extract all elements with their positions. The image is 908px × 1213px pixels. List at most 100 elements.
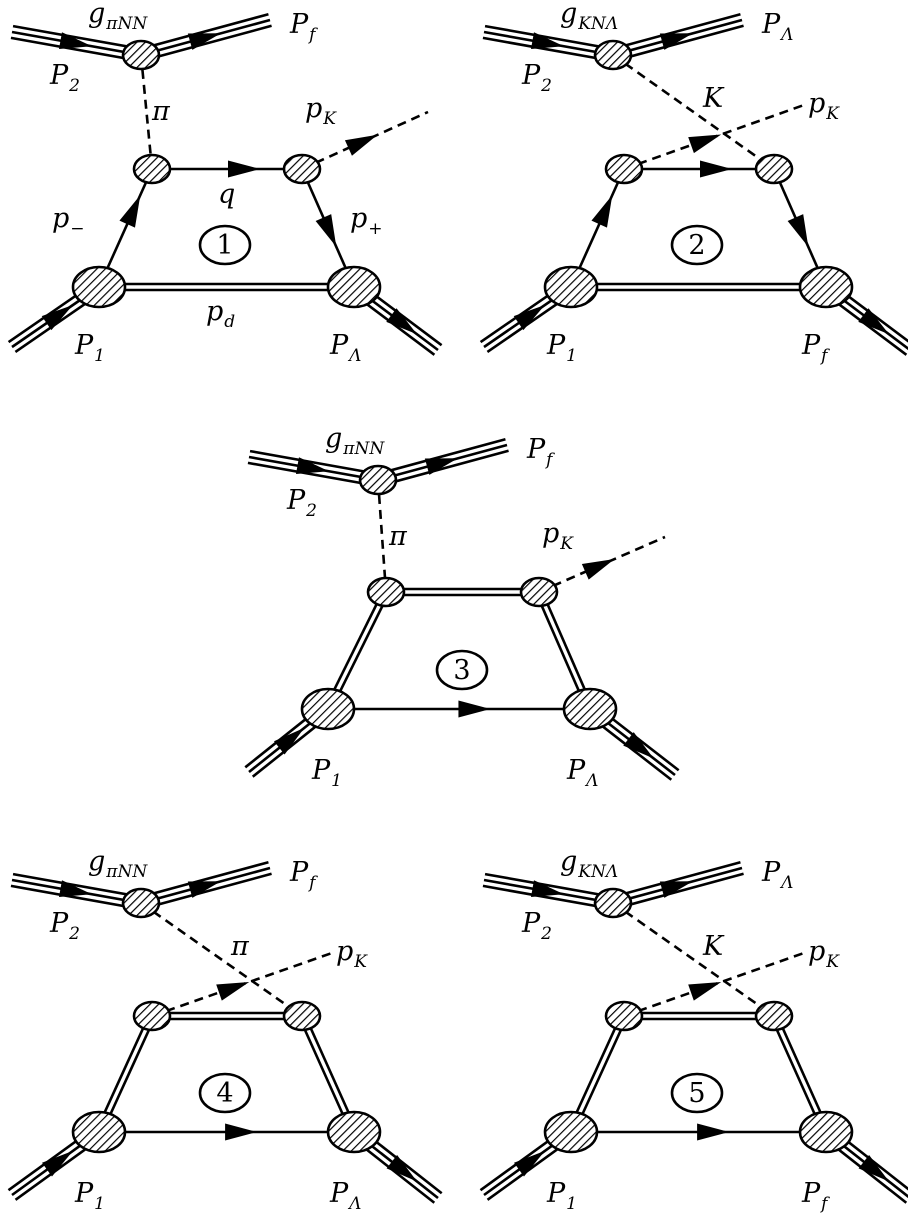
diagram-number-badge: 1 <box>198 224 252 266</box>
label-p-d: pd <box>206 296 235 332</box>
arrow-icon <box>424 458 458 475</box>
label-incoming-bottom: P1 <box>311 755 342 791</box>
top-vertex-blob <box>358 464 398 496</box>
top-vertex-blob <box>593 887 633 919</box>
arrow-icon <box>530 880 564 898</box>
propagator-p-d <box>99 282 354 292</box>
arrow-icon <box>41 1150 73 1177</box>
label-incoming-top: P2 <box>286 485 317 521</box>
label-outgoing-top: Pf <box>289 857 318 893</box>
top-vertex-blob <box>121 39 161 71</box>
top-vertex-blob <box>593 39 633 71</box>
label-outgoing-kaon: pK <box>542 518 574 554</box>
arrow-icon <box>623 732 654 759</box>
label-outgoing-kaon: pK <box>336 936 368 972</box>
label-outgoing-bottom: Pf <box>801 1178 830 1213</box>
exchanged-meson-line <box>376 479 388 593</box>
label-incoming-top: P2 <box>521 60 552 96</box>
arrow-icon <box>513 1150 545 1177</box>
label-outgoing-top: Pf <box>289 9 318 45</box>
arrow-icon <box>581 559 615 580</box>
arrow-icon <box>458 700 491 718</box>
arrow-icon <box>187 881 221 898</box>
arrow-icon <box>41 305 73 331</box>
propagator-p-d <box>571 282 826 292</box>
arrow-icon <box>187 33 221 50</box>
label-exchanged-meson: π <box>230 931 250 962</box>
arrow-icon <box>58 880 92 898</box>
exchanged-meson-line <box>139 54 154 170</box>
arrow-icon <box>225 1123 258 1141</box>
label-incoming-bottom: P1 <box>74 1178 105 1213</box>
lower-left-vertex-blob <box>71 1110 127 1154</box>
coupling-label: gπNN <box>88 846 148 882</box>
lower-right-vertex-blob <box>326 265 382 309</box>
diagram-number: 5 <box>688 1078 705 1109</box>
label-exchanged-meson: K <box>702 83 725 114</box>
arrow-icon <box>591 194 613 228</box>
label-incoming-bottom: P1 <box>74 330 105 366</box>
label-outgoing-bottom: Pf <box>801 330 830 366</box>
arrow-icon <box>344 134 378 156</box>
arrow-icon <box>513 305 545 331</box>
outgoing-kaon-line <box>301 110 429 171</box>
arrow-icon <box>659 881 693 898</box>
upper-left-vertex-blob <box>366 576 406 608</box>
diquark-line-top <box>386 587 539 597</box>
arrow-icon <box>688 981 722 1001</box>
exchanged-meson-line <box>140 901 303 1018</box>
coupling-label: gπNN <box>88 0 148 34</box>
diagram-number-badge: 5 <box>670 1072 724 1114</box>
diagram-number: 4 <box>216 1078 233 1109</box>
arrow-icon <box>386 308 417 335</box>
lower-left-vertex-blob <box>71 265 127 309</box>
label-incoming-top: P2 <box>521 908 552 944</box>
arrow-icon <box>787 214 809 247</box>
upper-right-vertex-blob <box>754 153 794 185</box>
label-outgoing-top: Pf <box>526 434 555 470</box>
label-outgoing-bottom: PΛ <box>329 1178 361 1213</box>
exchanged-meson-line <box>612 901 775 1018</box>
label-outgoing-kaon: pK <box>305 93 337 129</box>
arrow-icon <box>697 1123 730 1141</box>
top-vertex-blob <box>121 887 161 919</box>
diagram-number: 1 <box>216 230 233 261</box>
upper-left-vertex-blob <box>132 1000 172 1032</box>
label-p-minus: p− <box>52 203 85 239</box>
upper-right-vertex-blob <box>754 1000 794 1032</box>
arrow-icon <box>386 1155 417 1182</box>
upper-right-vertex-blob <box>282 153 322 185</box>
diquark-line-top <box>152 1011 302 1021</box>
label-outgoing-bottom: PΛ <box>329 330 361 366</box>
upper-left-vertex-blob <box>604 1000 644 1032</box>
label-q: q <box>218 179 235 210</box>
label-p-plus: p+ <box>350 203 383 239</box>
label-exchanged-meson: K <box>702 931 725 962</box>
diagram-number-badge: 3 <box>435 649 489 691</box>
coupling-label: gKNΛ <box>560 0 618 34</box>
exchanged-meson-line <box>612 53 775 171</box>
diagram-number-badge: 2 <box>670 224 724 266</box>
upper-right-vertex-blob <box>282 1000 322 1032</box>
arrow-icon <box>858 1155 889 1182</box>
label-incoming-top: P2 <box>49 908 80 944</box>
arrow-icon <box>315 214 337 247</box>
arrow-icon <box>700 160 732 178</box>
arrow-icon <box>858 308 889 335</box>
lower-left-vertex-blob <box>300 687 356 731</box>
arrow-icon <box>119 194 141 228</box>
lower-right-vertex-blob <box>562 687 618 731</box>
diquark-line-top <box>624 1011 774 1021</box>
lower-left-vertex-blob <box>543 1110 599 1154</box>
arrow-icon <box>273 727 305 755</box>
label-exchanged-meson: π <box>388 521 408 552</box>
coupling-label: gKNΛ <box>560 846 618 882</box>
upper-right-vertex-blob <box>519 576 559 608</box>
lower-left-vertex-blob <box>543 265 599 309</box>
